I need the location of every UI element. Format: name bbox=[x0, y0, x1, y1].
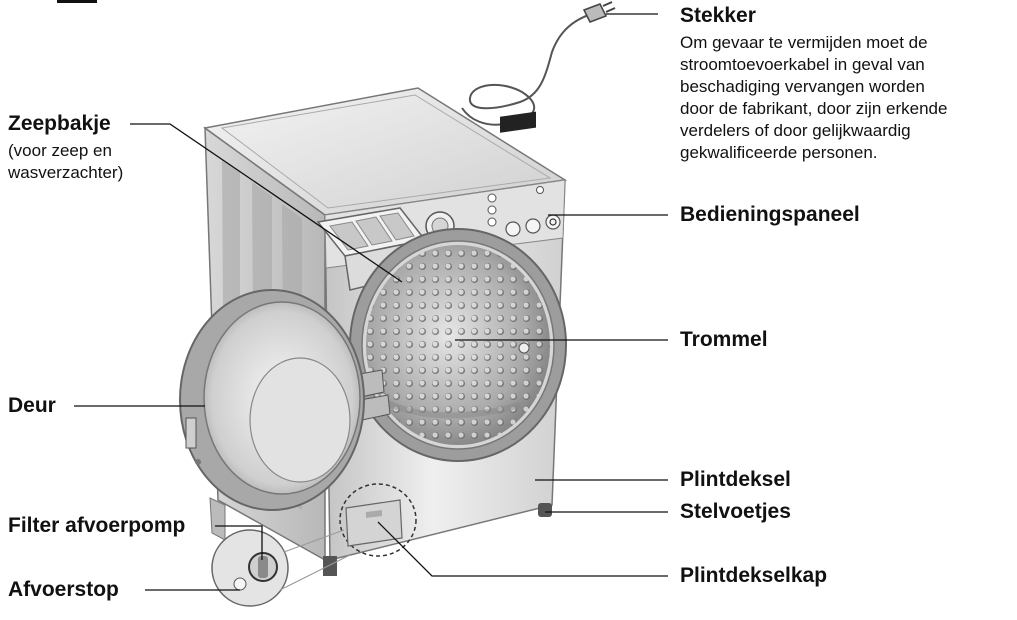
label-afvoerstop: Afvoerstop bbox=[8, 578, 119, 601]
top-inner-edge bbox=[220, 94, 552, 209]
power-button-ring bbox=[549, 218, 557, 226]
leader-lines bbox=[74, 13, 668, 591]
door-screw bbox=[195, 459, 201, 465]
option-button bbox=[525, 218, 541, 234]
note-line: Om gevaar te vermijden moet de bbox=[680, 33, 928, 52]
note-line: (voor zeep en bbox=[8, 141, 112, 160]
label-zeepbakje: Zeepbakje (voor zeep en wasverzachter) bbox=[8, 112, 123, 184]
label-plintdekselkap: Plintdekselkap bbox=[680, 564, 828, 587]
leader-filter bbox=[215, 525, 263, 560]
note-line: gekwalificeerde personen. bbox=[680, 143, 878, 162]
label-deur: Deur bbox=[8, 394, 56, 417]
kickplate-cover bbox=[345, 499, 403, 547]
label-zeepbakje-note: (voor zeep en wasverzachter) bbox=[8, 140, 123, 184]
note-line: wasverzachter) bbox=[8, 163, 124, 182]
note-line: beschadiging vervangen worden bbox=[680, 77, 925, 96]
drain-plug bbox=[233, 577, 247, 591]
label-zeepbakje-title: Zeepbakje bbox=[8, 112, 111, 135]
leveling-foot bbox=[538, 503, 552, 517]
note-line: door de fabrikant, door zijn erkende bbox=[680, 99, 948, 118]
drawer-compartment bbox=[379, 212, 415, 241]
leader-plintdekselkap bbox=[377, 521, 668, 577]
label-stelvoetjes: Stelvoetjes bbox=[680, 500, 791, 523]
label-trommel: Trommel bbox=[680, 328, 768, 351]
drawer-compartment bbox=[355, 216, 393, 246]
label-filter-afvoerpomp: Filter afvoerpomp bbox=[8, 514, 186, 537]
door-glass-bowl bbox=[249, 357, 351, 483]
start-button bbox=[505, 221, 521, 237]
kickplate-slot bbox=[366, 510, 382, 518]
kickplate-highlight bbox=[339, 483, 417, 557]
panel-small-button bbox=[487, 217, 497, 227]
filter-grip bbox=[258, 556, 268, 578]
panel-small-button bbox=[487, 205, 497, 215]
label-stekker: Stekker Om gevaar te vermijden moet de s… bbox=[680, 4, 947, 164]
power-plug bbox=[582, 3, 608, 23]
leveling-foot bbox=[323, 556, 337, 576]
magnifier-guides bbox=[279, 529, 351, 591]
header-rule bbox=[57, 0, 97, 3]
panel-small-button bbox=[536, 186, 544, 194]
panel-small-button bbox=[487, 193, 497, 203]
door-latch bbox=[185, 417, 197, 449]
label-plintdeksel: Plintdeksel bbox=[680, 468, 791, 491]
leader-zeepbakje bbox=[130, 123, 403, 283]
label-stekker-note: Om gevaar te vermijden moet de stroomtoe… bbox=[680, 32, 947, 164]
rear-foot bbox=[209, 497, 226, 541]
label-bedieningspaneel: Bedieningspaneel bbox=[680, 203, 860, 226]
note-line: verdelers of door gelijkwaardig bbox=[680, 121, 911, 140]
power-cord bbox=[461, 11, 599, 126]
door-catch bbox=[518, 342, 530, 354]
plug-pin-icon bbox=[602, 1, 613, 7]
display-screen bbox=[500, 111, 536, 133]
note-line: stroomtoevoerkabel in geval van bbox=[680, 55, 925, 74]
drawer-compartment bbox=[329, 221, 369, 251]
label-stekker-title: Stekker bbox=[680, 4, 756, 27]
plug-pin-icon bbox=[605, 7, 616, 13]
power-button-icon bbox=[545, 214, 561, 230]
